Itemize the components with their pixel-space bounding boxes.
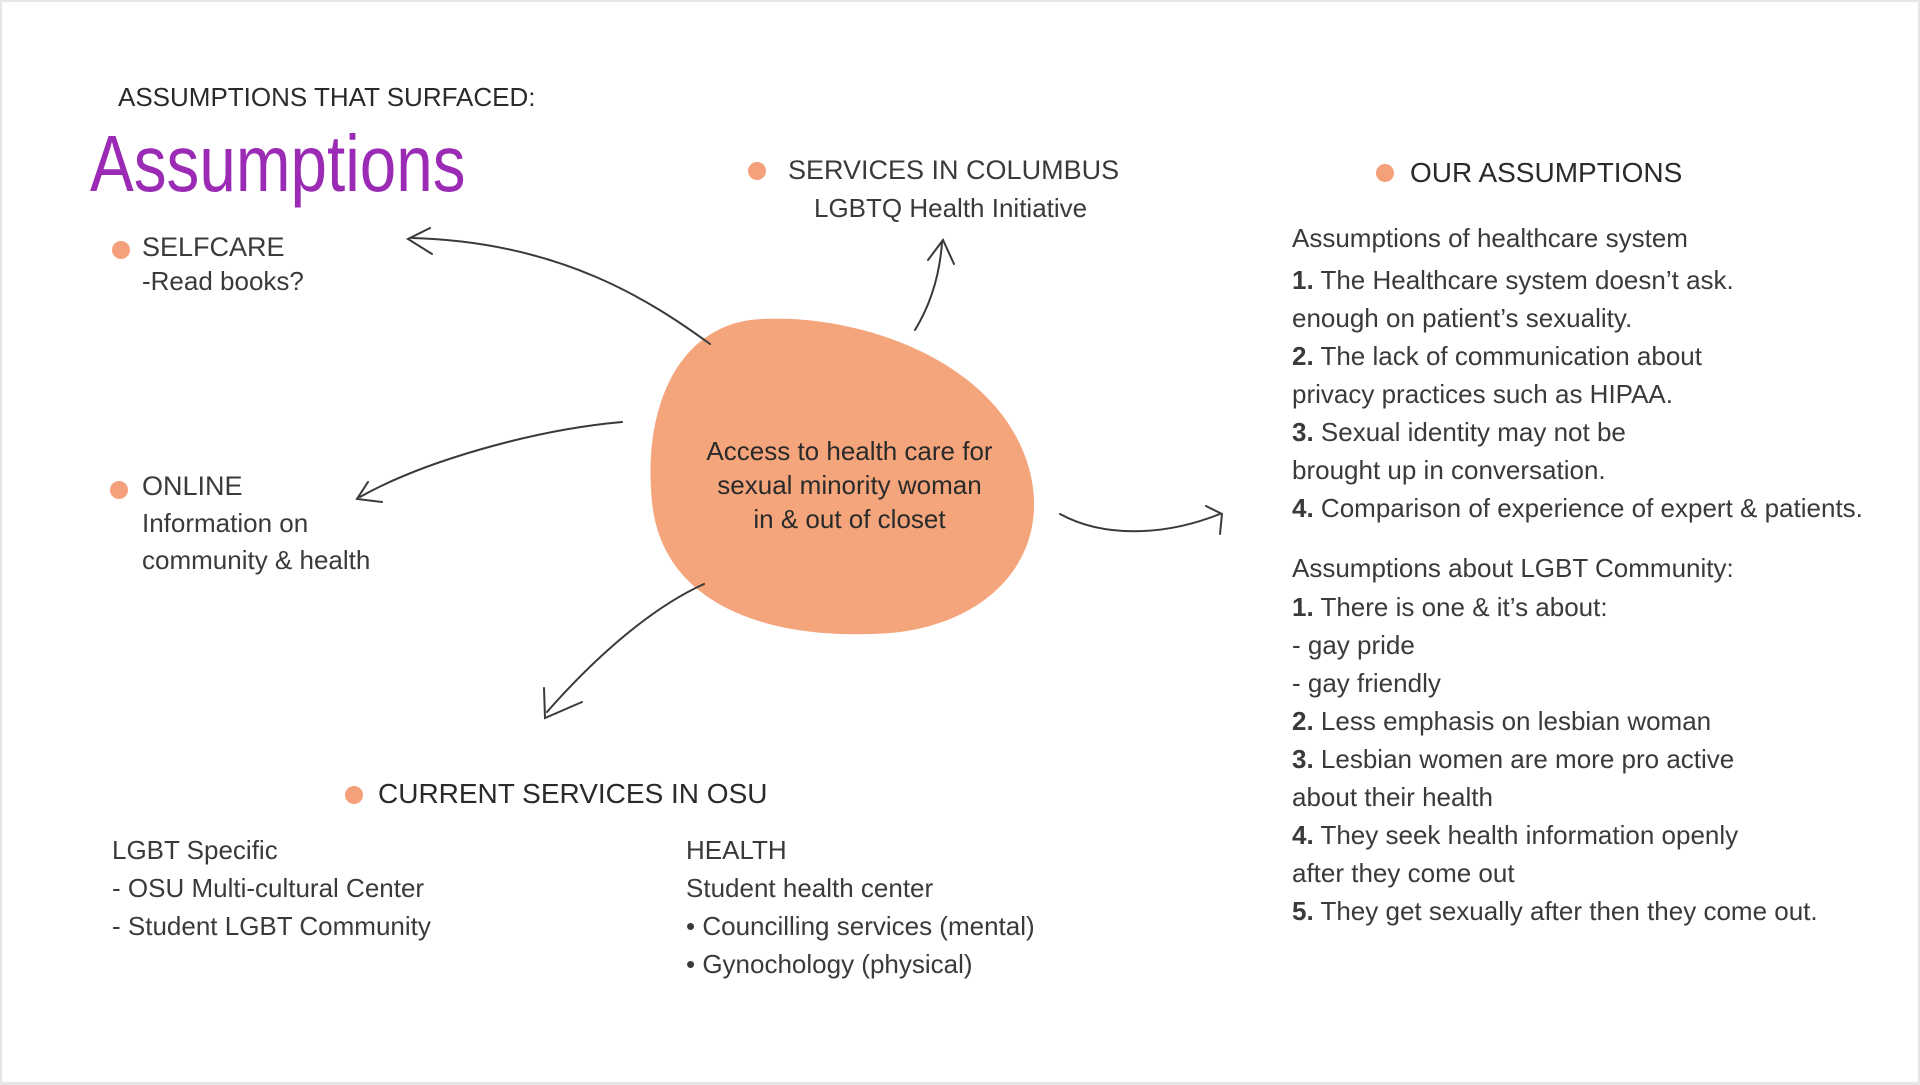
healthcare-assumptions-title: Assumptions of healthcare system [1292, 223, 1688, 253]
arrowhead-columbus [927, 238, 955, 265]
columbus-bullet-icon [748, 162, 766, 180]
arrowhead-online [355, 481, 383, 503]
online-heading: ONLINE [142, 471, 243, 501]
center-line-3: in & out of closet [753, 504, 946, 534]
center-blob [650, 318, 1035, 635]
arrowhead-assumptions [1205, 505, 1224, 535]
item-text: The lack of communication about [1320, 341, 1702, 371]
online-line-2: community & health [142, 545, 371, 575]
item-number: 3. [1292, 744, 1314, 774]
osu-lgbt-title: LGBT Specific [112, 835, 278, 865]
osu-lgbt-item: - OSU Multi-cultural Center [112, 873, 425, 903]
osu-health-subtitle: Student health center [686, 873, 934, 903]
item-text: Comparison of experience of expert & pat… [1320, 493, 1863, 523]
community-item-5: 5. They get sexually after then they com… [1292, 892, 1818, 930]
arrow-to-osu [546, 583, 705, 713]
osu-heading: CURRENT SERVICES IN OSU [378, 778, 768, 809]
center-line-1: Access to health care for [706, 436, 993, 466]
healthcare-item-3: 3. Sexual identity may not be brought up… [1292, 413, 1626, 489]
sub-item: - gay friendly [1292, 668, 1441, 698]
item-number: 1. [1292, 592, 1314, 622]
item-number: 4. [1292, 820, 1314, 850]
item-number: 5. [1292, 896, 1314, 926]
item-text: Lesbian women are more pro active [1320, 744, 1735, 774]
community-item-3: 3. Lesbian women are more pro active abo… [1292, 740, 1734, 816]
center-text: Access to health care for sexual minorit… [672, 434, 1027, 536]
item-text: about their health [1292, 782, 1493, 812]
online-bullet-icon [110, 481, 128, 499]
selfcare-bullet-icon [112, 241, 130, 259]
osu-health-title: HEALTH [686, 835, 787, 865]
item-text: They get sexually after then they come o… [1320, 896, 1818, 926]
arrow-to-columbus [914, 241, 943, 331]
item-text: privacy practices such as HIPAA. [1292, 379, 1673, 409]
item-text: Sexual identity may not be [1320, 417, 1626, 447]
columbus-heading: SERVICES IN COLUMBUS [788, 155, 1120, 185]
osu-health-column: HEALTH Student health center • Councilli… [686, 831, 1035, 983]
osu-lgbt-item: - Student LGBT Community [112, 911, 431, 941]
community-item-4: 4. They seek health information openly a… [1292, 816, 1738, 892]
selfcare-heading: SELFCARE [142, 232, 285, 262]
arrowhead-osu [543, 687, 583, 720]
osu-bullet-icon [345, 786, 363, 804]
item-text: enough on patient’s sexuality. [1292, 303, 1633, 333]
arrow-to-online [359, 421, 623, 498]
item-text: There is one & it’s about: [1320, 592, 1608, 622]
item-text: They seek health information openly [1320, 820, 1739, 850]
item-text: after they come out [1292, 858, 1515, 888]
osu-health-item: • Councilling services (mental) [686, 911, 1035, 941]
item-text: brought up in conversation. [1292, 455, 1606, 485]
healthcare-item-2: 2. The lack of communication about priva… [1292, 337, 1702, 413]
slide-title: Assumptions [90, 119, 466, 208]
item-number: 2. [1292, 706, 1314, 736]
arrowhead-selfcare [405, 227, 433, 255]
community-assumptions-title: Assumptions about LGBT Community: [1292, 553, 1734, 583]
item-number: 2. [1292, 341, 1314, 371]
arrow-to-selfcare [411, 237, 711, 345]
osu-health-item: • Gynochology (physical) [686, 949, 973, 979]
osu-lgbt-column: LGBT Specific - OSU Multi-cultural Cente… [112, 831, 431, 945]
selfcare-detail: -Read books? [142, 266, 304, 296]
columbus-detail: LGBTQ Health Initiative [814, 193, 1088, 223]
sub-item: - gay pride [1292, 630, 1415, 660]
our-assumptions-bullet-icon [1376, 164, 1394, 182]
healthcare-item-1: 1. The Healthcare system doesn’t ask. en… [1292, 261, 1734, 337]
arrow-to-assumptions [1059, 513, 1221, 533]
center-line-2: sexual minority woman [717, 470, 982, 500]
item-text: The Healthcare system doesn’t ask. [1320, 265, 1734, 295]
our-assumptions-heading: OUR ASSUMPTIONS [1410, 157, 1683, 188]
item-text: Less emphasis on lesbian woman [1320, 706, 1712, 736]
item-number: 1. [1292, 265, 1314, 295]
healthcare-item-4: 4. Comparison of experience of expert & … [1292, 489, 1863, 527]
community-item-1: 1. There is one & it’s about: - gay prid… [1292, 588, 1608, 702]
community-item-2: 2. Less emphasis on lesbian woman [1292, 702, 1711, 740]
slide-subtitle: ASSUMPTIONS THAT SURFACED: [118, 82, 536, 112]
item-number: 3. [1292, 417, 1314, 447]
online-line-1: Information on [142, 508, 309, 538]
item-number: 4. [1292, 493, 1314, 523]
